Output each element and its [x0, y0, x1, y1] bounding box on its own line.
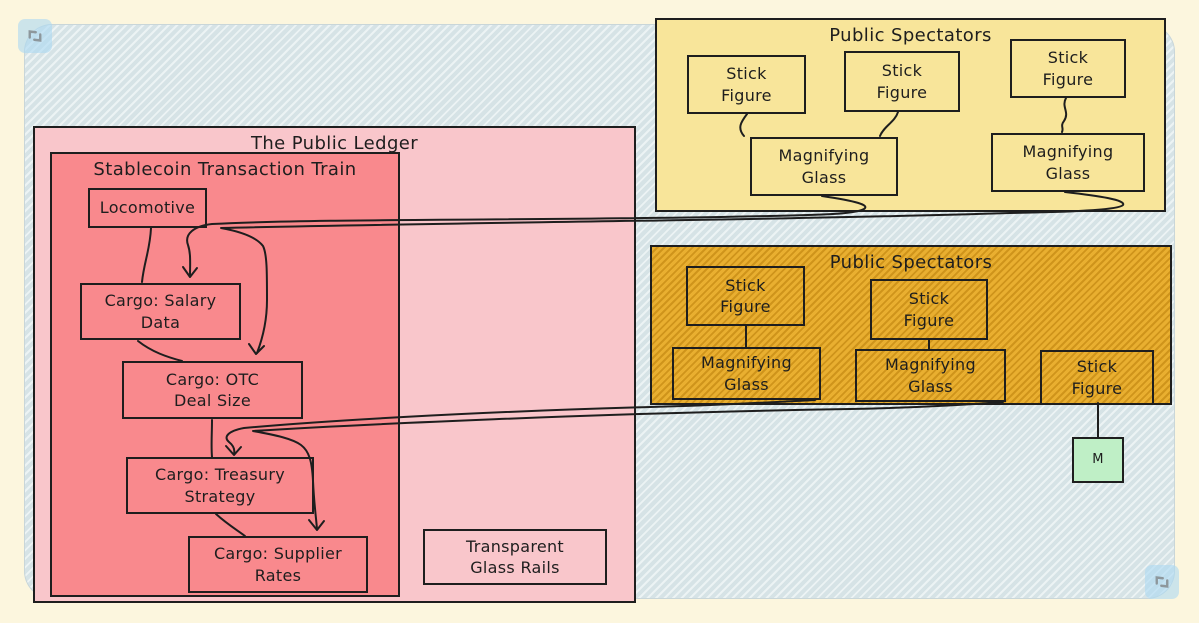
node-cargo-supplier-rates-label: Cargo: Supplier Rates: [213, 544, 343, 585]
watermark-logo-icon: [1145, 565, 1179, 599]
node-stick-figure-2-label: Stick Figure: [876, 61, 928, 102]
node-stick-figure-1-label: Stick Figure: [721, 64, 772, 105]
node-magnifying-glass-4-label: Magnifying Glass: [885, 355, 976, 396]
spectators-top-title: Public Spectators: [829, 25, 992, 46]
node-stick-figure-3-label: Stick Figure: [1042, 48, 1094, 89]
node-cargo-salary-data: Cargo: Salary Data: [80, 283, 241, 340]
node-stick-figure-6: Stick Figure: [1040, 350, 1154, 405]
node-stick-figure-3: Stick Figure: [1010, 39, 1126, 98]
node-stick-figure-5-label: Stick Figure: [903, 289, 955, 330]
node-cargo-otc-deal-size: Cargo: OTC Deal Size: [122, 361, 303, 419]
node-magnifying-glass-1-label: Magnifying Glass: [778, 146, 870, 187]
public-ledger-title: The Public Ledger: [250, 133, 419, 154]
node-cargo-salary-data-label: Cargo: Salary Data: [104, 291, 217, 332]
node-stick-figure-4: Stick Figure: [686, 266, 805, 326]
node-stick-figure-5: Stick Figure: [870, 279, 988, 340]
node-stick-figure-2: Stick Figure: [844, 51, 960, 112]
node-cargo-treasury-strategy: Cargo: Treasury Strategy: [126, 457, 314, 514]
node-stick-figure-1: Stick Figure: [687, 55, 806, 114]
node-magnifying-glass-1: Magnifying Glass: [750, 137, 898, 196]
node-cargo-otc-deal-size-label: Cargo: OTC Deal Size: [165, 369, 260, 410]
logo-glyph-icon: [28, 30, 42, 42]
node-magnifying-glass-3-label: Magnifying Glass: [701, 353, 792, 394]
watermark-logo-icon: [18, 19, 52, 53]
node-monitor-m: M: [1072, 437, 1124, 483]
node-magnifying-glass-2-label: Magnifying Glass: [1022, 142, 1114, 183]
node-locomotive-label: Locomotive: [99, 198, 196, 218]
node-magnifying-glass-2: Magnifying Glass: [991, 133, 1145, 192]
node-cargo-treasury-strategy-label: Cargo: Treasury Strategy: [154, 465, 285, 506]
node-monitor-m-label: M: [1092, 452, 1104, 468]
node-magnifying-glass-4: Magnifying Glass: [855, 349, 1006, 402]
node-stick-figure-4-label: Stick Figure: [720, 275, 771, 316]
node-transparent-glass-rails-label: Transparent Glass Rails: [465, 536, 565, 577]
node-cargo-supplier-rates: Cargo: Supplier Rates: [188, 536, 368, 593]
node-transparent-glass-rails: Transparent Glass Rails: [423, 529, 607, 585]
node-stick-figure-6-label: Stick Figure: [1071, 357, 1123, 398]
node-locomotive: Locomotive: [88, 188, 207, 228]
transaction-train-title: Stablecoin Transaction Train: [93, 159, 357, 180]
node-magnifying-glass-3: Magnifying Glass: [672, 347, 821, 400]
logo-glyph-icon: [1155, 576, 1169, 588]
